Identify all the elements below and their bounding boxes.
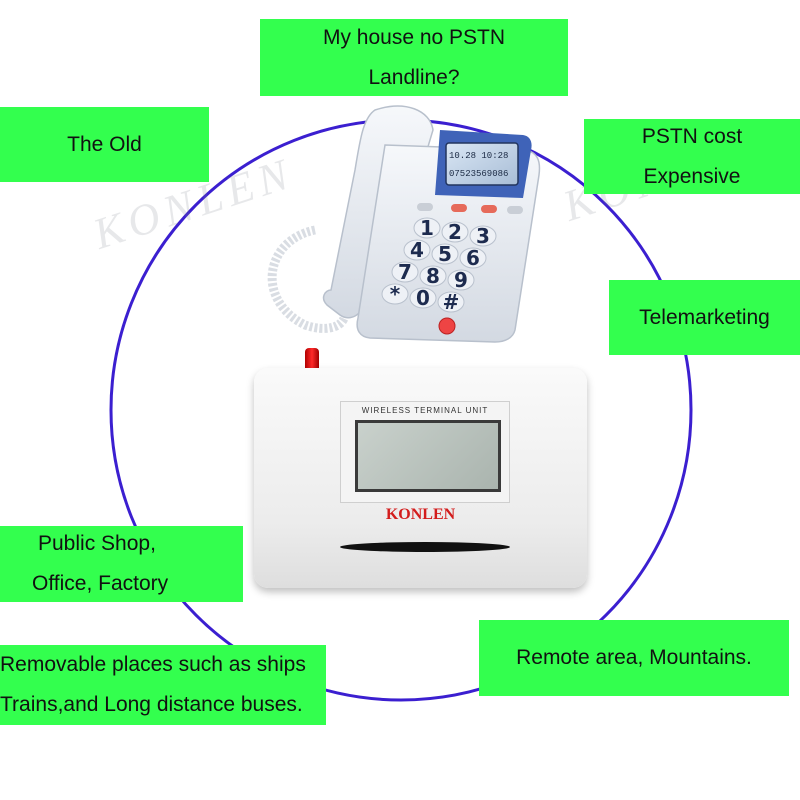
label-pstn-cost-line1: PSTN cost bbox=[641, 124, 743, 148]
svg-text:4: 4 bbox=[410, 238, 424, 262]
label-the-old: The Old bbox=[0, 107, 209, 182]
terminal-faceplate: WIRELESS TERMINAL UNIT bbox=[340, 401, 510, 503]
label-pstn-cost: PSTN cost Expensive bbox=[584, 119, 800, 194]
phone-key: 4 bbox=[403, 238, 431, 262]
svg-text:5: 5 bbox=[438, 242, 452, 266]
phone-key: 6 bbox=[459, 246, 487, 270]
svg-text:6: 6 bbox=[466, 246, 480, 270]
svg-text:*: * bbox=[390, 282, 401, 306]
phone-display-line2: 07523569086 bbox=[449, 169, 508, 179]
label-telemarketing: Telemarketing bbox=[609, 280, 800, 355]
phone-key: 3 bbox=[469, 224, 497, 248]
phone-key: * bbox=[381, 282, 409, 306]
svg-text:7: 7 bbox=[398, 260, 412, 284]
label-public-shop: Public Shop, Office, Factory bbox=[0, 526, 243, 602]
wireless-terminal-image: WIRELESS TERMINAL UNIT KONLEN bbox=[254, 368, 587, 588]
label-removable-places: Removable places such as ships Trains,an… bbox=[0, 645, 326, 725]
terminal-antenna bbox=[305, 348, 319, 374]
phone-key: 2 bbox=[441, 220, 469, 244]
svg-text:1: 1 bbox=[420, 216, 434, 240]
phone-key: # bbox=[437, 290, 465, 314]
label-pstn-question: My house no PSTN Landline? bbox=[260, 19, 568, 96]
label-public-shop-line1: Public Shop, bbox=[38, 532, 156, 555]
phone-key: 0 bbox=[409, 286, 437, 310]
phone-key: 1 bbox=[413, 216, 441, 240]
label-removable-line1: Removable places such as ships bbox=[0, 653, 306, 676]
label-removable-line2: Trains,and Long distance buses. bbox=[0, 693, 303, 716]
svg-text:2: 2 bbox=[448, 220, 462, 244]
phone-key: 8 bbox=[419, 264, 447, 288]
phone-key: 7 bbox=[391, 260, 419, 284]
terminal-slot bbox=[340, 542, 510, 552]
label-telemarketing-text: Telemarketing bbox=[639, 305, 770, 329]
terminal-lcd-screen bbox=[355, 420, 501, 492]
terminal-brand: KONLEN bbox=[385, 506, 456, 523]
svg-text:8: 8 bbox=[426, 264, 440, 288]
label-pstn-cost-line2: Expensive bbox=[643, 164, 741, 188]
svg-text:9: 9 bbox=[454, 268, 468, 292]
label-pstn-question-line2: Landline? bbox=[368, 65, 460, 89]
phone-key: 5 bbox=[431, 242, 459, 266]
label-remote-area-text: Remote area, Mountains. bbox=[516, 646, 752, 669]
label-public-shop-line2: Office, Factory bbox=[32, 572, 169, 595]
svg-text:#: # bbox=[443, 290, 460, 314]
terminal-plate-text: WIRELESS TERMINAL UNIT bbox=[361, 406, 489, 415]
svg-text:3: 3 bbox=[476, 224, 490, 248]
label-the-old-text: The Old bbox=[67, 132, 142, 156]
desk-phone-image: 10.28 10:28 07523569086 1 2 3 4 5 6 7 8 … bbox=[267, 105, 541, 343]
phone-display-line1: 10.28 10:28 bbox=[449, 151, 508, 161]
svg-text:0: 0 bbox=[416, 286, 430, 310]
label-remote-area: Remote area, Mountains. bbox=[479, 620, 789, 696]
phone-key: 9 bbox=[447, 268, 475, 292]
label-pstn-question-line1: My house no PSTN bbox=[322, 25, 506, 49]
